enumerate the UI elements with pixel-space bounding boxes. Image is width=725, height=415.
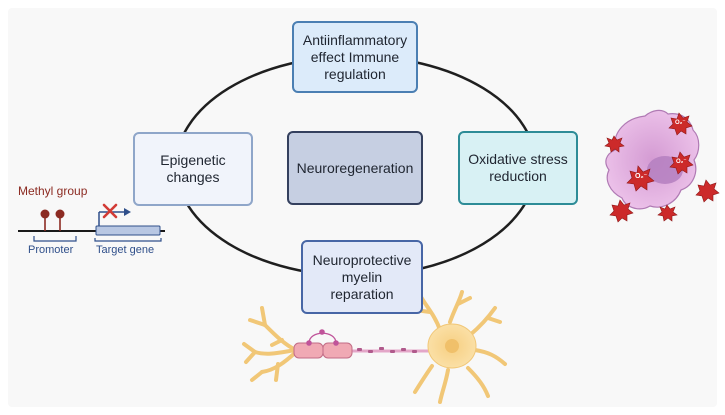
center-box-neuroregeneration: Neuroregeneration (287, 131, 423, 205)
neuron-illustration (242, 290, 507, 404)
myelin-sheath-icons (293, 342, 353, 359)
center-box-label: Neuroregeneration (296, 159, 414, 176)
axon-segment-dots (357, 347, 417, 353)
myelin-repair-loop-icon (306, 329, 339, 346)
right-box-oxidative: Oxidative stress reduction (458, 131, 578, 205)
radical-label-1: O₂⁻ (635, 173, 648, 180)
dendrite-branches (413, 290, 507, 404)
radical-burst-icons (604, 112, 720, 223)
left-box-epigenetic: Epigenetic changes (133, 132, 253, 206)
methyl-group-icon (40, 209, 65, 231)
radical-label-3: O₂⁻ (676, 159, 687, 165)
blocked-cross-icon (102, 203, 118, 219)
background-panel (8, 8, 717, 407)
promoter-bracket (33, 236, 77, 242)
bottom-box-label: Neuroprotective myelin reparation (312, 251, 412, 302)
bottom-box-neuroprotective: Neuroprotective myelin reparation (301, 240, 423, 314)
methyl-group-label: Methyl group (18, 184, 88, 198)
left-box-label: Epigenetic changes (160, 152, 226, 185)
neuron-nucleus (445, 339, 459, 353)
target-gene-block (95, 225, 161, 236)
axon-terminal-branches (242, 306, 298, 382)
epigenetics-inset (18, 203, 165, 242)
radical-label-2: O₂⁻ (675, 120, 686, 126)
target-gene-bracket (94, 238, 162, 242)
target-gene-label: Target gene (96, 244, 155, 256)
top-box-antiinflammatory: Antiinflammatory effect Immune regulatio… (292, 21, 418, 93)
oxidative-stress-inset (604, 109, 720, 223)
right-box-label: Oxidative stress reduction (468, 151, 568, 184)
damaged-cell-icon (605, 109, 700, 210)
promoter-label: Promoter (28, 244, 74, 256)
top-box-label: Antiinflammatory effect Immune regulatio… (302, 31, 408, 82)
